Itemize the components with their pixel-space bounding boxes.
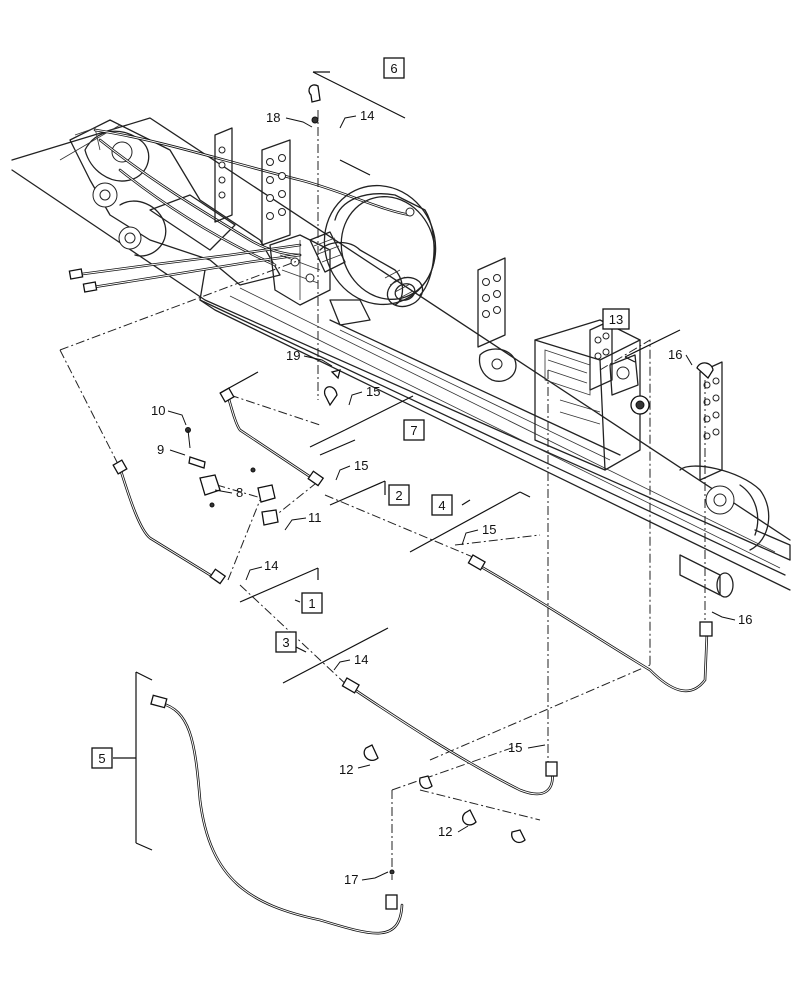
upright-bracket-right [699, 361, 723, 481]
assembly-center-lines [59, 110, 706, 880]
callout-15-group4: 15 [482, 522, 496, 537]
callout-17: 17 [344, 872, 358, 887]
control-box [534, 319, 650, 471]
callout-15-lower: 15 [508, 740, 522, 755]
item-box-2-label: 2 [395, 488, 402, 503]
callout-16-top: 16 [668, 347, 682, 362]
callout-12-left: 12 [339, 762, 353, 777]
clamp-parts [185, 84, 714, 875]
callout-15-group2: 15 [354, 458, 368, 473]
hose-1-rigid-tube [112, 459, 227, 585]
right-end-assembly [679, 465, 791, 598]
callout-19: 19 [286, 348, 300, 363]
callout-9: 9 [157, 442, 164, 457]
item-box-3-label: 3 [282, 635, 289, 650]
callout-labels: 18 14 19 15 10 9 8 11 15 15 16 16 14 14 … [151, 108, 752, 887]
item-box-7-label: 7 [410, 423, 417, 438]
callout-14-top: 14 [360, 108, 374, 123]
callout-14-group3: 14 [354, 652, 368, 667]
upright-bracket-mid [261, 139, 291, 246]
item-box-1-label: 1 [308, 596, 315, 611]
item-box-7: 7 [403, 419, 425, 441]
hose-3 [341, 677, 558, 796]
callout-15-group7: 15 [366, 384, 380, 399]
callout-8: 8 [236, 485, 243, 500]
item-box-4-label: 4 [438, 498, 445, 513]
item-box-2: 2 [388, 484, 410, 506]
item-box-6: 6 [383, 57, 405, 79]
item-box-4: 4 [431, 494, 453, 516]
item-box-3: 3 [275, 631, 297, 653]
callout-18: 18 [266, 110, 280, 125]
item-box-5: 5 [91, 747, 113, 769]
fan-housing [309, 184, 437, 326]
callout-11: 11 [308, 510, 322, 525]
callout-14-group1: 14 [264, 558, 278, 573]
callout-12-right: 12 [438, 824, 452, 839]
hose-7-rigid-tube [219, 387, 325, 487]
item-box-5-label: 5 [98, 751, 105, 766]
hose-5 [150, 694, 404, 935]
item-box-13: 13 [602, 308, 630, 330]
hose-4 [467, 554, 713, 693]
callout-16-bottom: 16 [738, 612, 752, 627]
upright-bracket-center [477, 257, 506, 348]
item-box-1: 1 [301, 592, 323, 614]
callout-10: 10 [151, 403, 165, 418]
upright-bracket-left [214, 127, 233, 223]
main-frame-assembly [11, 117, 791, 598]
group-brackets [113, 71, 681, 851]
callout-leaders [167, 115, 736, 881]
item-box-13-label: 13 [609, 312, 623, 327]
item-box-6-label: 6 [390, 61, 397, 76]
